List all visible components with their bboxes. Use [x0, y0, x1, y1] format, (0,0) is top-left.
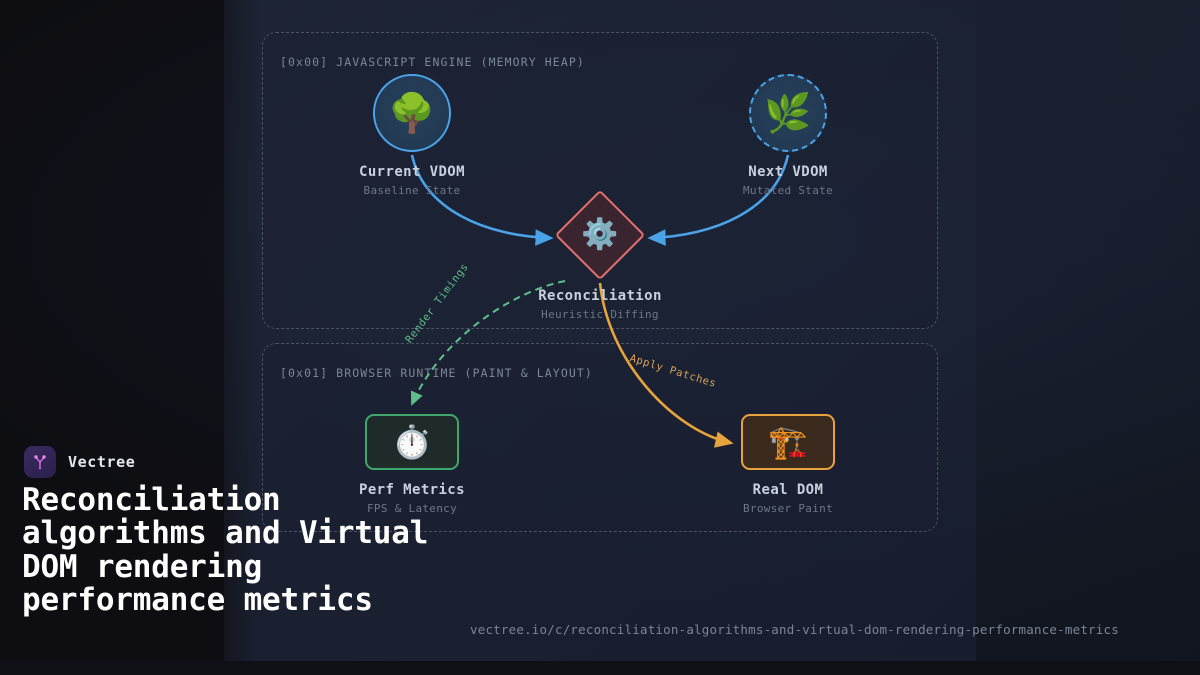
footer-url: vectree.io/c/reconciliation-algorithms-a… [470, 622, 1119, 637]
left-fade-overlay [190, 0, 260, 675]
node-real-dom[interactable]: 🏗️ Real DOM Browser Paint [708, 414, 868, 515]
vectree-tree-logo-icon [24, 446, 56, 478]
group-js-engine [262, 32, 938, 329]
construction-crane-icon: 🏗️ [741, 414, 835, 470]
node-next-vdom-title: Next VDOM [748, 164, 828, 180]
brand: Vectree [24, 446, 135, 478]
gear-icon: ⚙️ [581, 217, 619, 252]
node-current-vdom-subtitle: Baseline State [363, 184, 461, 197]
node-next-vdom-subtitle: Mutated State [743, 184, 833, 197]
group-browser-runtime-label: [0x01] BROWSER RUNTIME (PAINT & LAYOUT) [280, 366, 593, 380]
diamond-shape: ⚙️ [554, 189, 646, 281]
node-real-dom-subtitle: Browser Paint [743, 502, 833, 515]
page-title: Reconciliation algorithms and Virtual DO… [22, 482, 429, 619]
node-current-vdom[interactable]: 🌳 Current VDOM Baseline State [332, 74, 492, 197]
group-js-engine-label: [0x00] JAVASCRIPT ENGINE (MEMORY HEAP) [280, 55, 585, 69]
node-reconciliation[interactable]: ⚙️ Reconciliation Heuristic Diffing [519, 189, 681, 321]
node-reconciliation-subtitle: Heuristic Diffing [541, 308, 659, 321]
deciduous-tree-icon: 🌳 [373, 74, 451, 152]
brand-name: Vectree [68, 453, 136, 471]
node-reconciliation-title: Reconciliation [538, 288, 662, 304]
right-gradient-strip [976, 0, 1200, 675]
stopwatch-icon: ⏱️ [365, 414, 459, 470]
node-current-vdom-title: Current VDOM [359, 164, 465, 180]
node-perf-metrics-title: Perf Metrics [359, 482, 465, 498]
node-real-dom-title: Real DOM [752, 482, 824, 498]
bottom-accent-bar [0, 661, 1200, 675]
herb-leaves-icon: 🌿 [749, 74, 827, 152]
node-perf-metrics[interactable]: ⏱️ Perf Metrics FPS & Latency [332, 414, 492, 515]
node-perf-metrics-subtitle: FPS & Latency [367, 502, 457, 515]
node-next-vdom[interactable]: 🌿 Next VDOM Mutated State [708, 74, 868, 197]
